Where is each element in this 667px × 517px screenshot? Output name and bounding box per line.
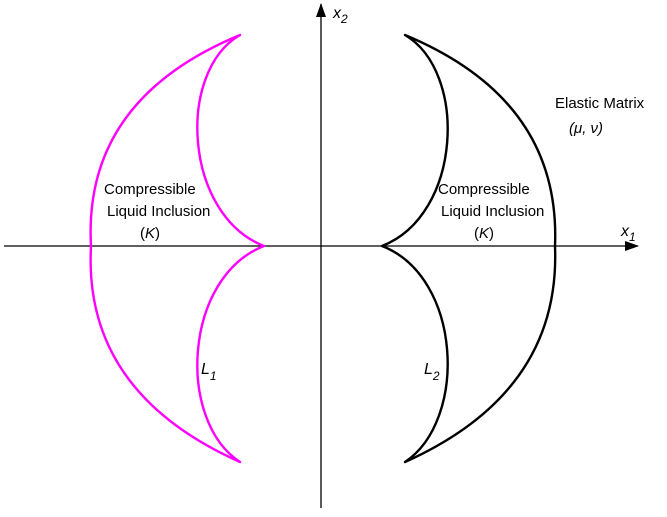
right-inclusion-line1: Compressible: [438, 181, 530, 198]
left-inclusion-line2: Liquid Inclusion: [107, 203, 210, 220]
right-inclusion-line2: Liquid Inclusion: [441, 203, 544, 220]
x-axis-label: x1: [620, 223, 636, 244]
left-inclusion-modulus: (K): [140, 225, 160, 242]
left-inclusion-line1: Compressible: [104, 181, 196, 198]
curve-label-l2: L2: [424, 361, 440, 383]
y-axis-label: x2: [332, 5, 348, 26]
inclusion-right-boundary: [380, 33, 557, 464]
right-inclusion-modulus: (K): [474, 225, 494, 242]
curve-label-l1: L1: [201, 361, 217, 383]
matrix-params: (μ, ν): [569, 120, 603, 137]
matrix-title: Elastic Matrix: [555, 95, 645, 112]
inclusion-left-boundary: [89, 33, 266, 464]
